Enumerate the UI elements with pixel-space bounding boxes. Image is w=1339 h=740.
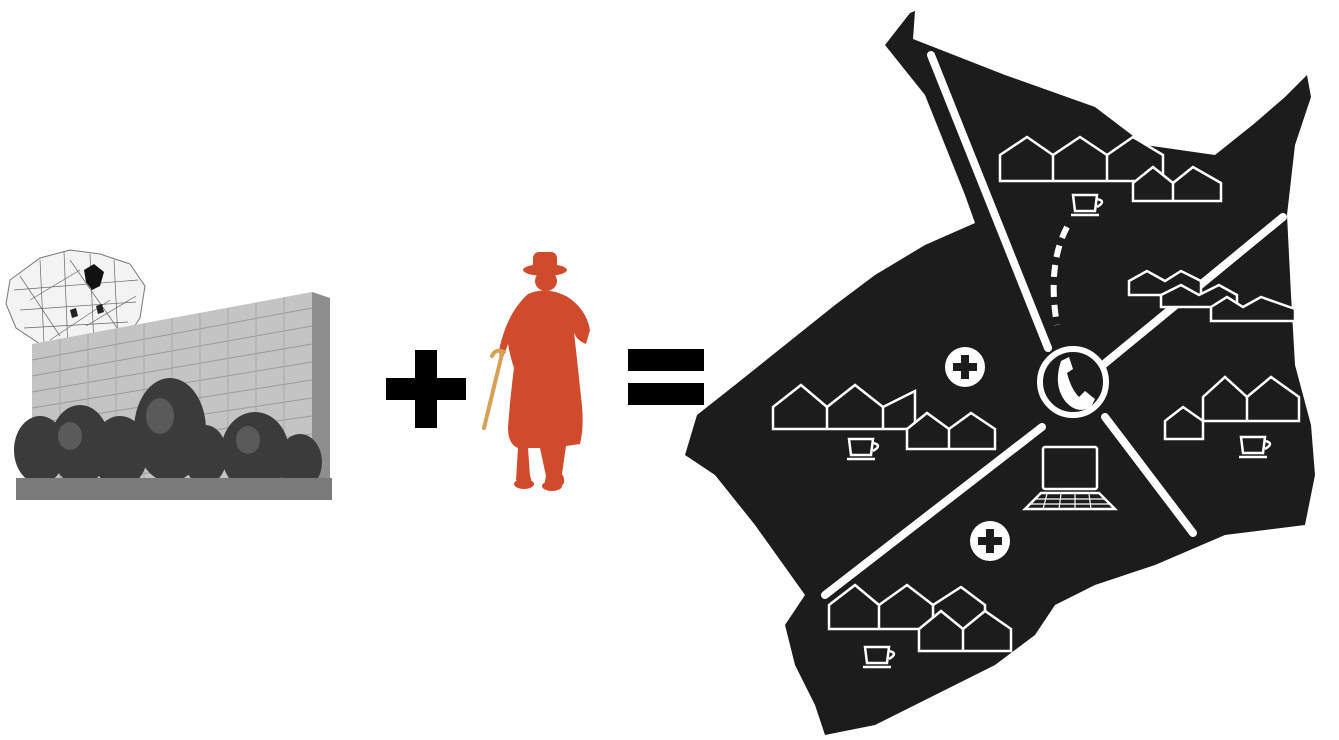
medical-cross-icon	[970, 521, 1010, 561]
plus-operator	[378, 350, 473, 430]
telephone-hub-icon	[1040, 349, 1106, 415]
plus-icon	[378, 350, 473, 430]
housing-estate-illustration	[0, 240, 340, 510]
elderly-person-figure	[478, 248, 608, 493]
housing-estate-image	[0, 240, 340, 510]
neighbourhood-map	[675, 5, 1335, 740]
medical-cross-icon	[945, 347, 985, 387]
neighbourhood-map-svg	[675, 5, 1335, 740]
elderly-person-icon	[478, 248, 608, 493]
ground-strip	[16, 478, 332, 500]
